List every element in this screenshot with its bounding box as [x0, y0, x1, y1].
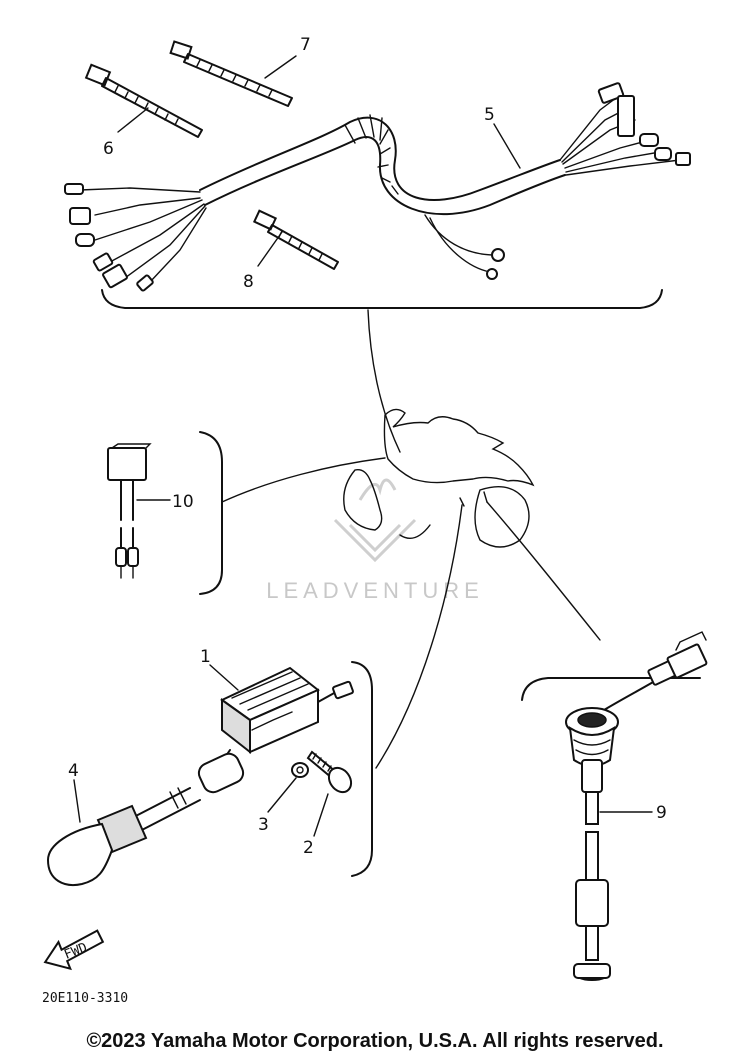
fwd-arrow-icon: FWD	[43, 929, 105, 971]
resistor-connector-10	[107, 431, 223, 595]
callout-10: 10	[172, 492, 194, 512]
harness-bracket	[101, 289, 663, 309]
ignition-coil-group	[46, 661, 373, 886]
callout-4: 4	[68, 761, 79, 781]
wire-harness	[64, 82, 691, 292]
copyright-notice: ©2023 Yamaha Motor Corporation, U.S.A. A…	[86, 1030, 664, 1052]
leader-ignition	[375, 504, 463, 769]
callout-8: 8	[243, 272, 254, 292]
callout-3: 3	[258, 815, 269, 835]
callout-1: 1	[200, 647, 211, 667]
oil-level-sender-9	[521, 631, 708, 981]
cable-tie-7	[169, 40, 293, 107]
atv-silhouette	[343, 408, 535, 548]
diagram-code: 20E110-3310	[42, 991, 128, 1006]
callout-7: 7	[300, 35, 311, 55]
callout-5: 5	[484, 105, 495, 125]
callout-2: 2	[303, 838, 314, 858]
callout-9: 9	[656, 803, 667, 823]
leader-part10	[221, 457, 386, 503]
cable-tie-8	[252, 209, 339, 270]
watermark-text: LEADVENTURE	[266, 578, 484, 603]
leader-oil-sender	[486, 501, 601, 641]
cable-tie-6	[84, 63, 203, 138]
callout-6: 6	[103, 139, 114, 159]
leadventure-watermark: LEADVENTURE	[266, 478, 484, 603]
leader-harness	[367, 309, 401, 453]
